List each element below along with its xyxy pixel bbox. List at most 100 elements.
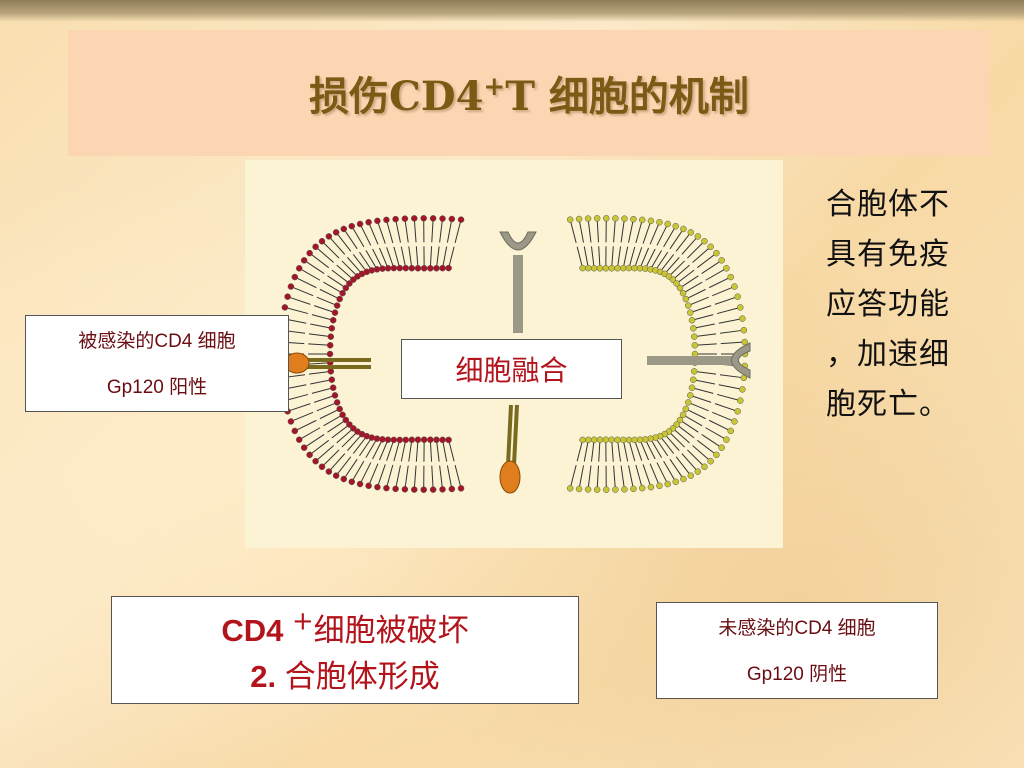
cd4-receptor-right [647, 342, 751, 379]
lipid-head [566, 216, 574, 223]
lipid-tail [682, 281, 703, 294]
lipid-tail [692, 445, 711, 462]
lipid-head [727, 273, 734, 281]
lipid-head [408, 264, 416, 272]
lipid-tail [649, 222, 660, 245]
lipid-head [295, 265, 303, 272]
lipid-tail [431, 218, 434, 243]
lipid-head [614, 436, 621, 444]
lipid-tail [287, 403, 311, 412]
lipid-head [590, 264, 598, 272]
lipid-head [439, 436, 446, 444]
lipid-tail [669, 228, 684, 250]
lipid-tail [701, 433, 722, 449]
lipid-tail [400, 439, 407, 462]
lipid-head [411, 215, 418, 222]
lipid-tail [663, 225, 677, 248]
lipid-head [739, 315, 746, 322]
lipid-tail [668, 260, 685, 277]
lipid-tail [308, 362, 331, 365]
lipid-tail [569, 219, 577, 244]
lipid-head [734, 408, 741, 415]
lipid-tail [359, 437, 373, 457]
lipid-head [694, 468, 702, 475]
lipid-head [740, 326, 748, 334]
lipid-tail [690, 394, 712, 403]
lipid-head [291, 273, 299, 281]
lipid-head [672, 222, 679, 230]
lipid-head [429, 215, 437, 222]
lipid-tail [718, 384, 743, 390]
title-prefix: 损伤CD4 [309, 73, 484, 120]
lipid-head [287, 283, 295, 290]
lipid-tail [359, 462, 372, 485]
lipid-head [420, 215, 427, 222]
lipid-head [631, 436, 638, 444]
uninfected-gp120-status: Gp120 阴性 [746, 664, 848, 685]
lipid-head [318, 463, 326, 471]
lipid-tail [290, 286, 314, 297]
lipid-head [734, 293, 741, 300]
lipid-head [687, 472, 695, 479]
lipid-head [326, 350, 334, 358]
lipid-tail [620, 465, 625, 490]
lipid-tail [298, 427, 321, 441]
lipid-tail [310, 323, 332, 329]
lipid-tail [448, 439, 455, 462]
lipid-head [329, 317, 337, 324]
uninfected-cell-membrane [566, 215, 749, 493]
lipid-head [348, 478, 355, 486]
lipid-tail [675, 232, 692, 252]
lipid-tail [327, 275, 347, 289]
lipid-head [306, 249, 313, 257]
lipid-tail [365, 438, 378, 458]
lipid-head [676, 284, 684, 292]
lipid-tail [315, 246, 335, 263]
lipid-head [687, 392, 694, 399]
lipid-head [585, 264, 592, 272]
lipid-head [333, 302, 341, 309]
lipid-tail [639, 439, 650, 461]
lipid-tail [341, 260, 358, 277]
side-note-line: 胞死亡。 [826, 387, 950, 422]
lipid-tail [335, 456, 352, 476]
cd4-receptor-top [499, 231, 537, 333]
lipid-tail [716, 393, 741, 402]
lipid-tail [393, 246, 401, 269]
lipid-head [439, 264, 446, 272]
lipid-head [312, 243, 319, 251]
lipid-head [630, 485, 637, 493]
lipid-tail [395, 219, 401, 243]
lipid-tail [669, 458, 684, 480]
lipid-tail [336, 264, 354, 280]
lipid-tail [284, 306, 309, 315]
lipid-tail [569, 464, 577, 489]
lipid-head [420, 486, 427, 493]
lipid-head [374, 483, 381, 491]
lipid-head [739, 386, 746, 393]
lipid-tail [583, 246, 589, 269]
lipid-tail [287, 296, 311, 305]
lipid-tail [656, 462, 669, 485]
lipid-head [723, 265, 730, 272]
lipid-tail [664, 433, 680, 451]
lipid-tail [578, 218, 585, 243]
lipid-tail [622, 246, 629, 269]
lipid-tail [675, 456, 692, 476]
lipid-tail [664, 257, 680, 275]
lipid-tail [347, 257, 363, 275]
lipid-tail [336, 428, 354, 444]
lipid-tail [576, 246, 584, 269]
lipid-head [602, 436, 610, 443]
lipid-head [590, 436, 598, 444]
lipid-head [596, 436, 604, 443]
lipid-tail [676, 269, 695, 284]
lipid-tail [682, 414, 703, 427]
lipid-head [612, 486, 619, 493]
lipid-head [300, 257, 308, 264]
lipid-head [396, 264, 403, 272]
lipid-head [682, 405, 690, 413]
lipid-tail [668, 431, 685, 448]
lipid-head [664, 220, 671, 228]
lipid-tail [309, 252, 330, 269]
